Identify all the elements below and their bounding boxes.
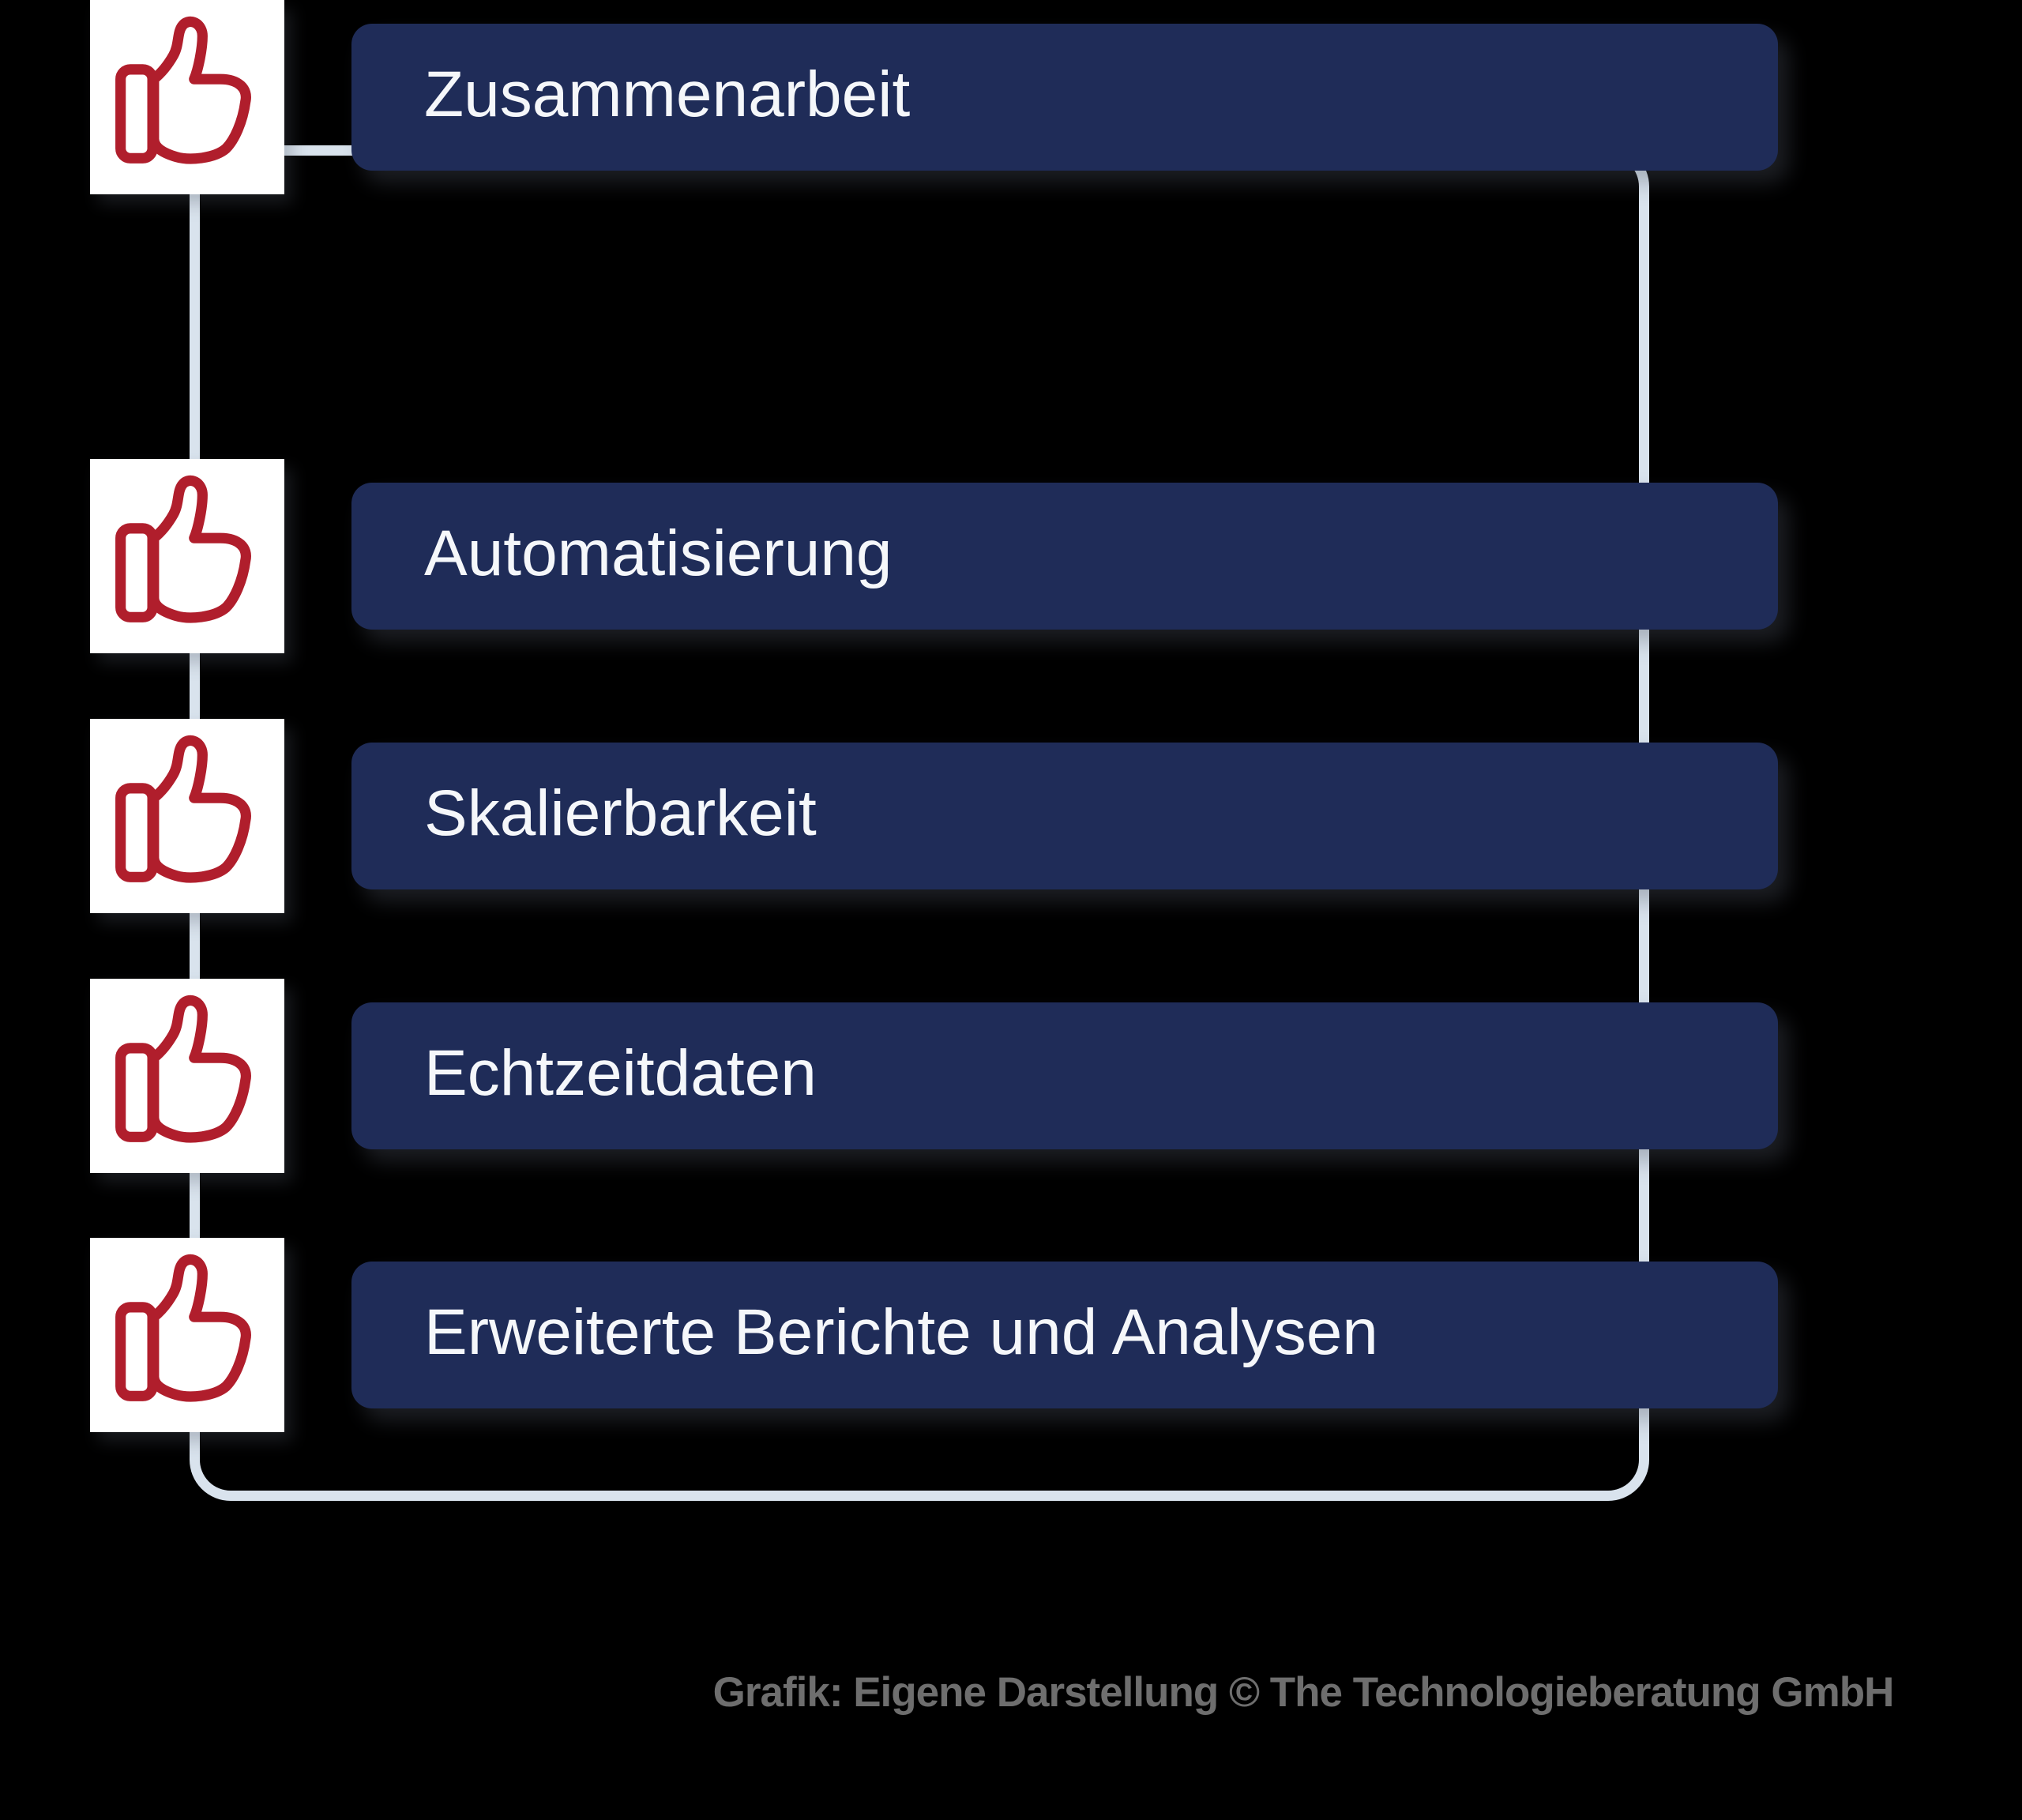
icon-box	[90, 459, 284, 653]
benefit-bar: Echtzeitdaten	[351, 1002, 1778, 1149]
thumbs-up-icon	[115, 1254, 251, 1402]
benefit-label: Automatisierung	[424, 517, 893, 589]
benefit-bar: Automatisierung	[351, 483, 1778, 630]
benefit-label: Zusammenarbeit	[424, 58, 911, 130]
icon-box	[90, 979, 284, 1173]
icon-box	[90, 1238, 284, 1432]
benefit-row-berichte-analysen: Erweiterte Berichte und Analysen	[0, 1238, 2022, 1432]
thumbs-up-icon	[115, 735, 251, 883]
benefit-row-automatisierung: Automatisierung	[0, 459, 2022, 653]
benefit-label: Erweiterte Berichte und Analysen	[424, 1296, 1378, 1368]
icon-box	[90, 719, 284, 913]
benefit-row-zusammenarbeit: Zusammenarbeit	[0, 0, 2022, 194]
thumbs-up-icon	[115, 16, 251, 164]
benefit-bar: Zusammenarbeit	[351, 24, 1778, 171]
benefit-row-echtzeitdaten: Echtzeitdaten	[0, 979, 2022, 1173]
benefit-bar: Erweiterte Berichte und Analysen	[351, 1262, 1778, 1408]
icon-box	[90, 0, 284, 194]
thumbs-up-icon	[115, 475, 251, 623]
benefit-row-skalierbarkeit: Skalierbarkeit	[0, 719, 2022, 913]
benefit-label: Skalierbarkeit	[424, 777, 817, 849]
benefit-bar: Skalierbarkeit	[351, 743, 1778, 889]
source-caption: Grafik: Eigene Darstellung © The Technol…	[712, 1669, 1895, 1716]
thumbs-up-icon	[115, 995, 251, 1143]
benefit-label: Echtzeitdaten	[424, 1037, 817, 1109]
